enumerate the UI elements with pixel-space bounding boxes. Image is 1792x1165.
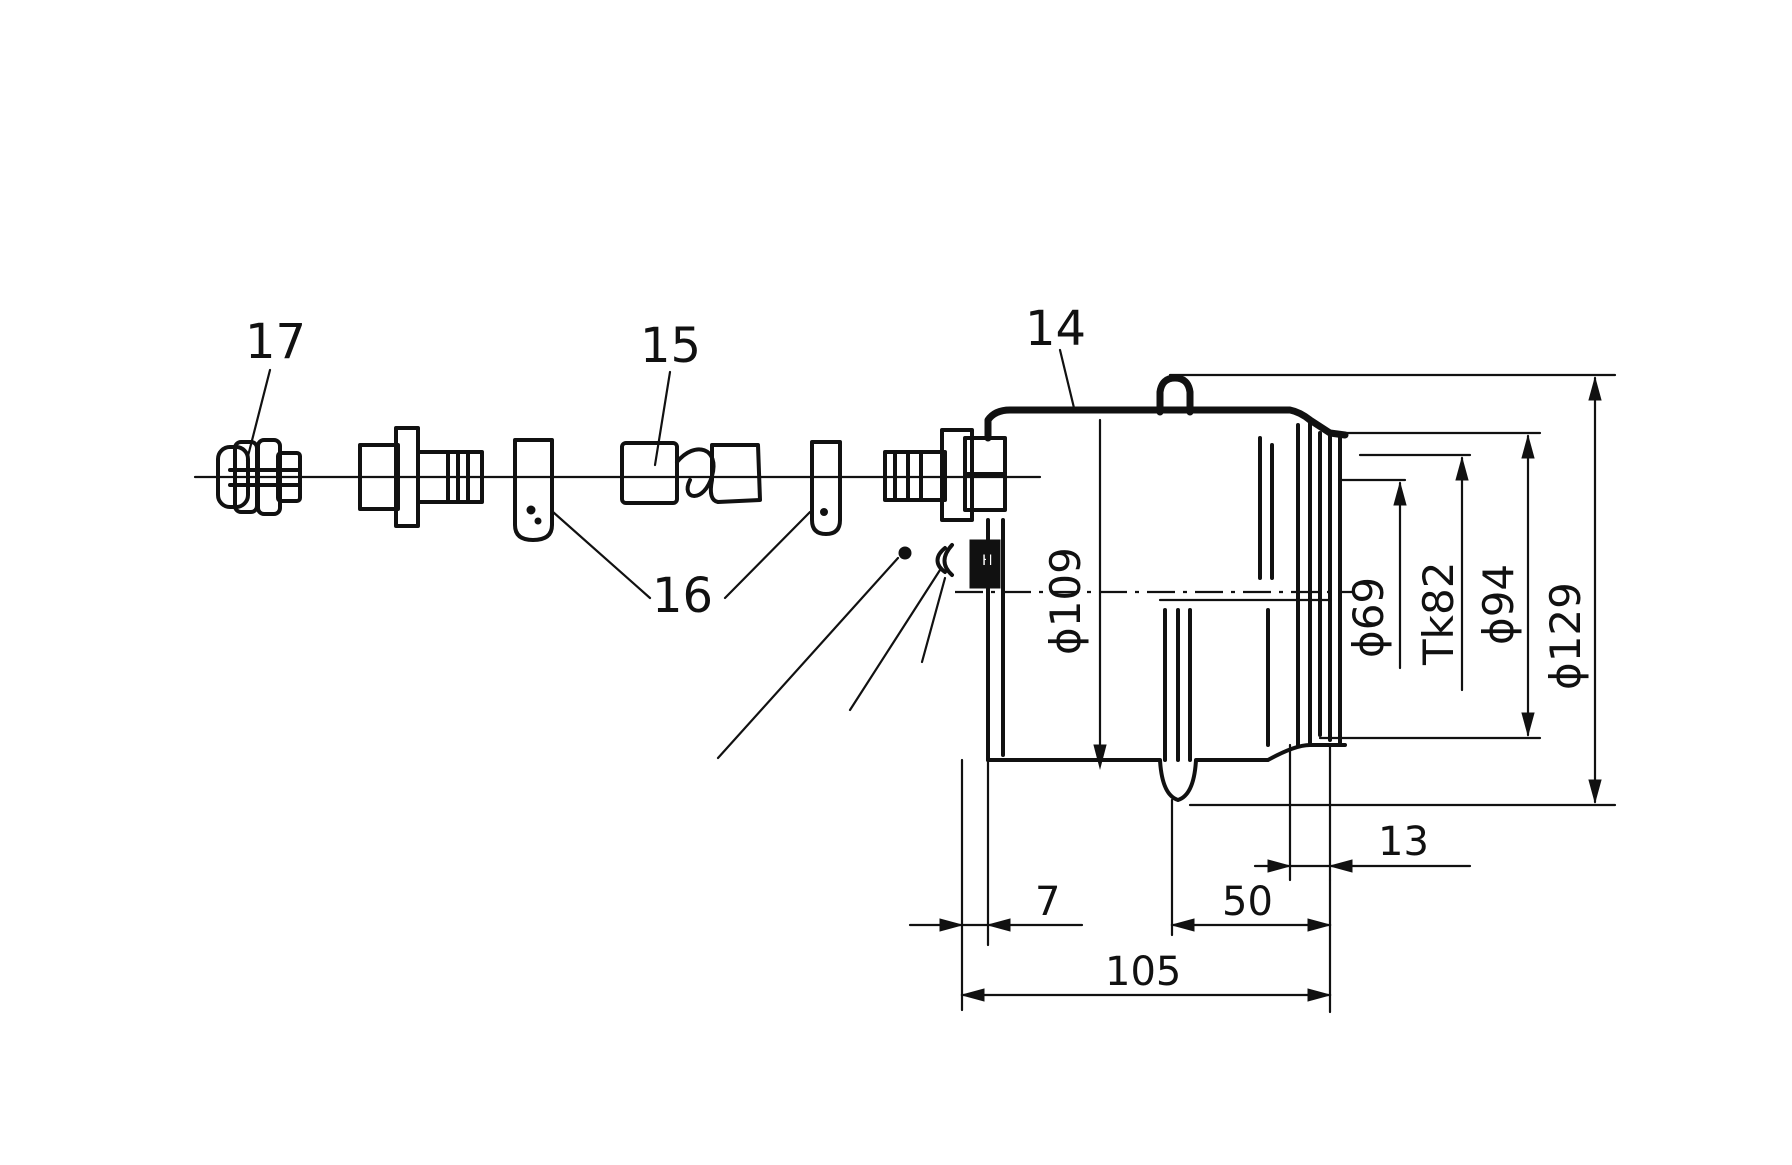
dim-phi-129: ϕ129 — [1541, 582, 1590, 690]
dim-105: 105 — [1105, 949, 1181, 995]
threaded-nipple — [358, 426, 484, 528]
dim-phi-69: ϕ69 — [1344, 577, 1393, 658]
part-16-lug-left — [513, 438, 554, 542]
dim-phi-94: ϕ94 — [1474, 564, 1523, 645]
part-label-16: 16 — [652, 568, 713, 624]
dim-13: 13 — [1378, 819, 1429, 865]
part-16-lug-right — [810, 440, 842, 536]
part-17-nut — [216, 438, 302, 516]
part-14-housing — [955, 374, 1355, 802]
leader-lines — [245, 348, 1077, 760]
dimension-lines — [908, 373, 1617, 1014]
dim-50: 50 — [1222, 879, 1273, 925]
part-label-14: 14 — [1025, 301, 1086, 357]
stud-and-nut — [883, 428, 1007, 522]
part-label-15: 15 — [640, 318, 701, 374]
screw-washer: H — [898, 539, 1001, 589]
part-label-17: 17 — [245, 314, 306, 370]
part-15-sleeve — [620, 441, 762, 505]
dim-tk-82: Tk82 — [1414, 562, 1463, 666]
dim-phi-109: ϕ109 — [1041, 547, 1090, 655]
dim-7: 7 — [1035, 879, 1060, 925]
